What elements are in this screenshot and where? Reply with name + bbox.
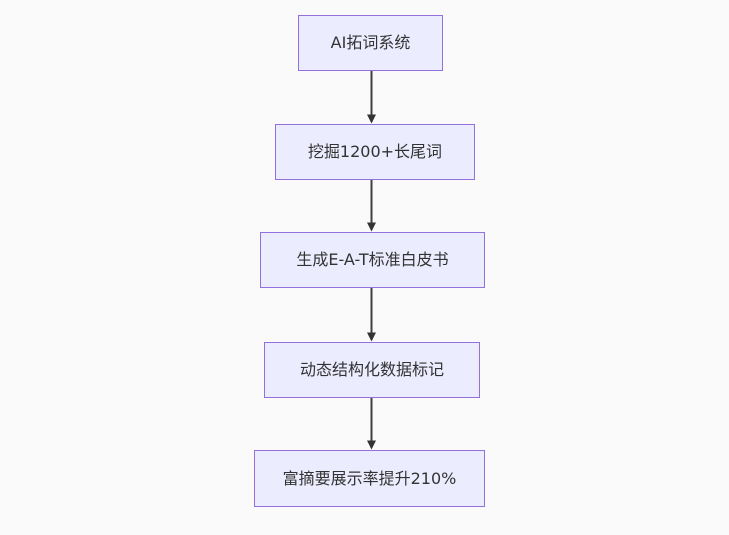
flow-node-longtail-mining: 挖掘1200+长尾词	[275, 124, 475, 180]
flow-node-label: 动态结构化数据标记	[299, 360, 444, 379]
flow-node-eat-whitepaper: 生成E-A-T标准白皮书	[260, 232, 485, 288]
flow-node-label: 挖掘1200+长尾词	[307, 142, 443, 161]
flow-node-rich-snippet-result: 富摘要展示率提升210%	[254, 450, 485, 507]
flow-node-label: AI拓词系统	[330, 33, 411, 52]
flow-node-label: 生成E-A-T标准白皮书	[296, 250, 449, 269]
flow-node-ai-keyword-system: AI拓词系统	[298, 15, 443, 71]
flow-node-structured-data-markup: 动态结构化数据标记	[264, 342, 480, 398]
flow-node-label: 富摘要展示率提升210%	[282, 468, 457, 488]
